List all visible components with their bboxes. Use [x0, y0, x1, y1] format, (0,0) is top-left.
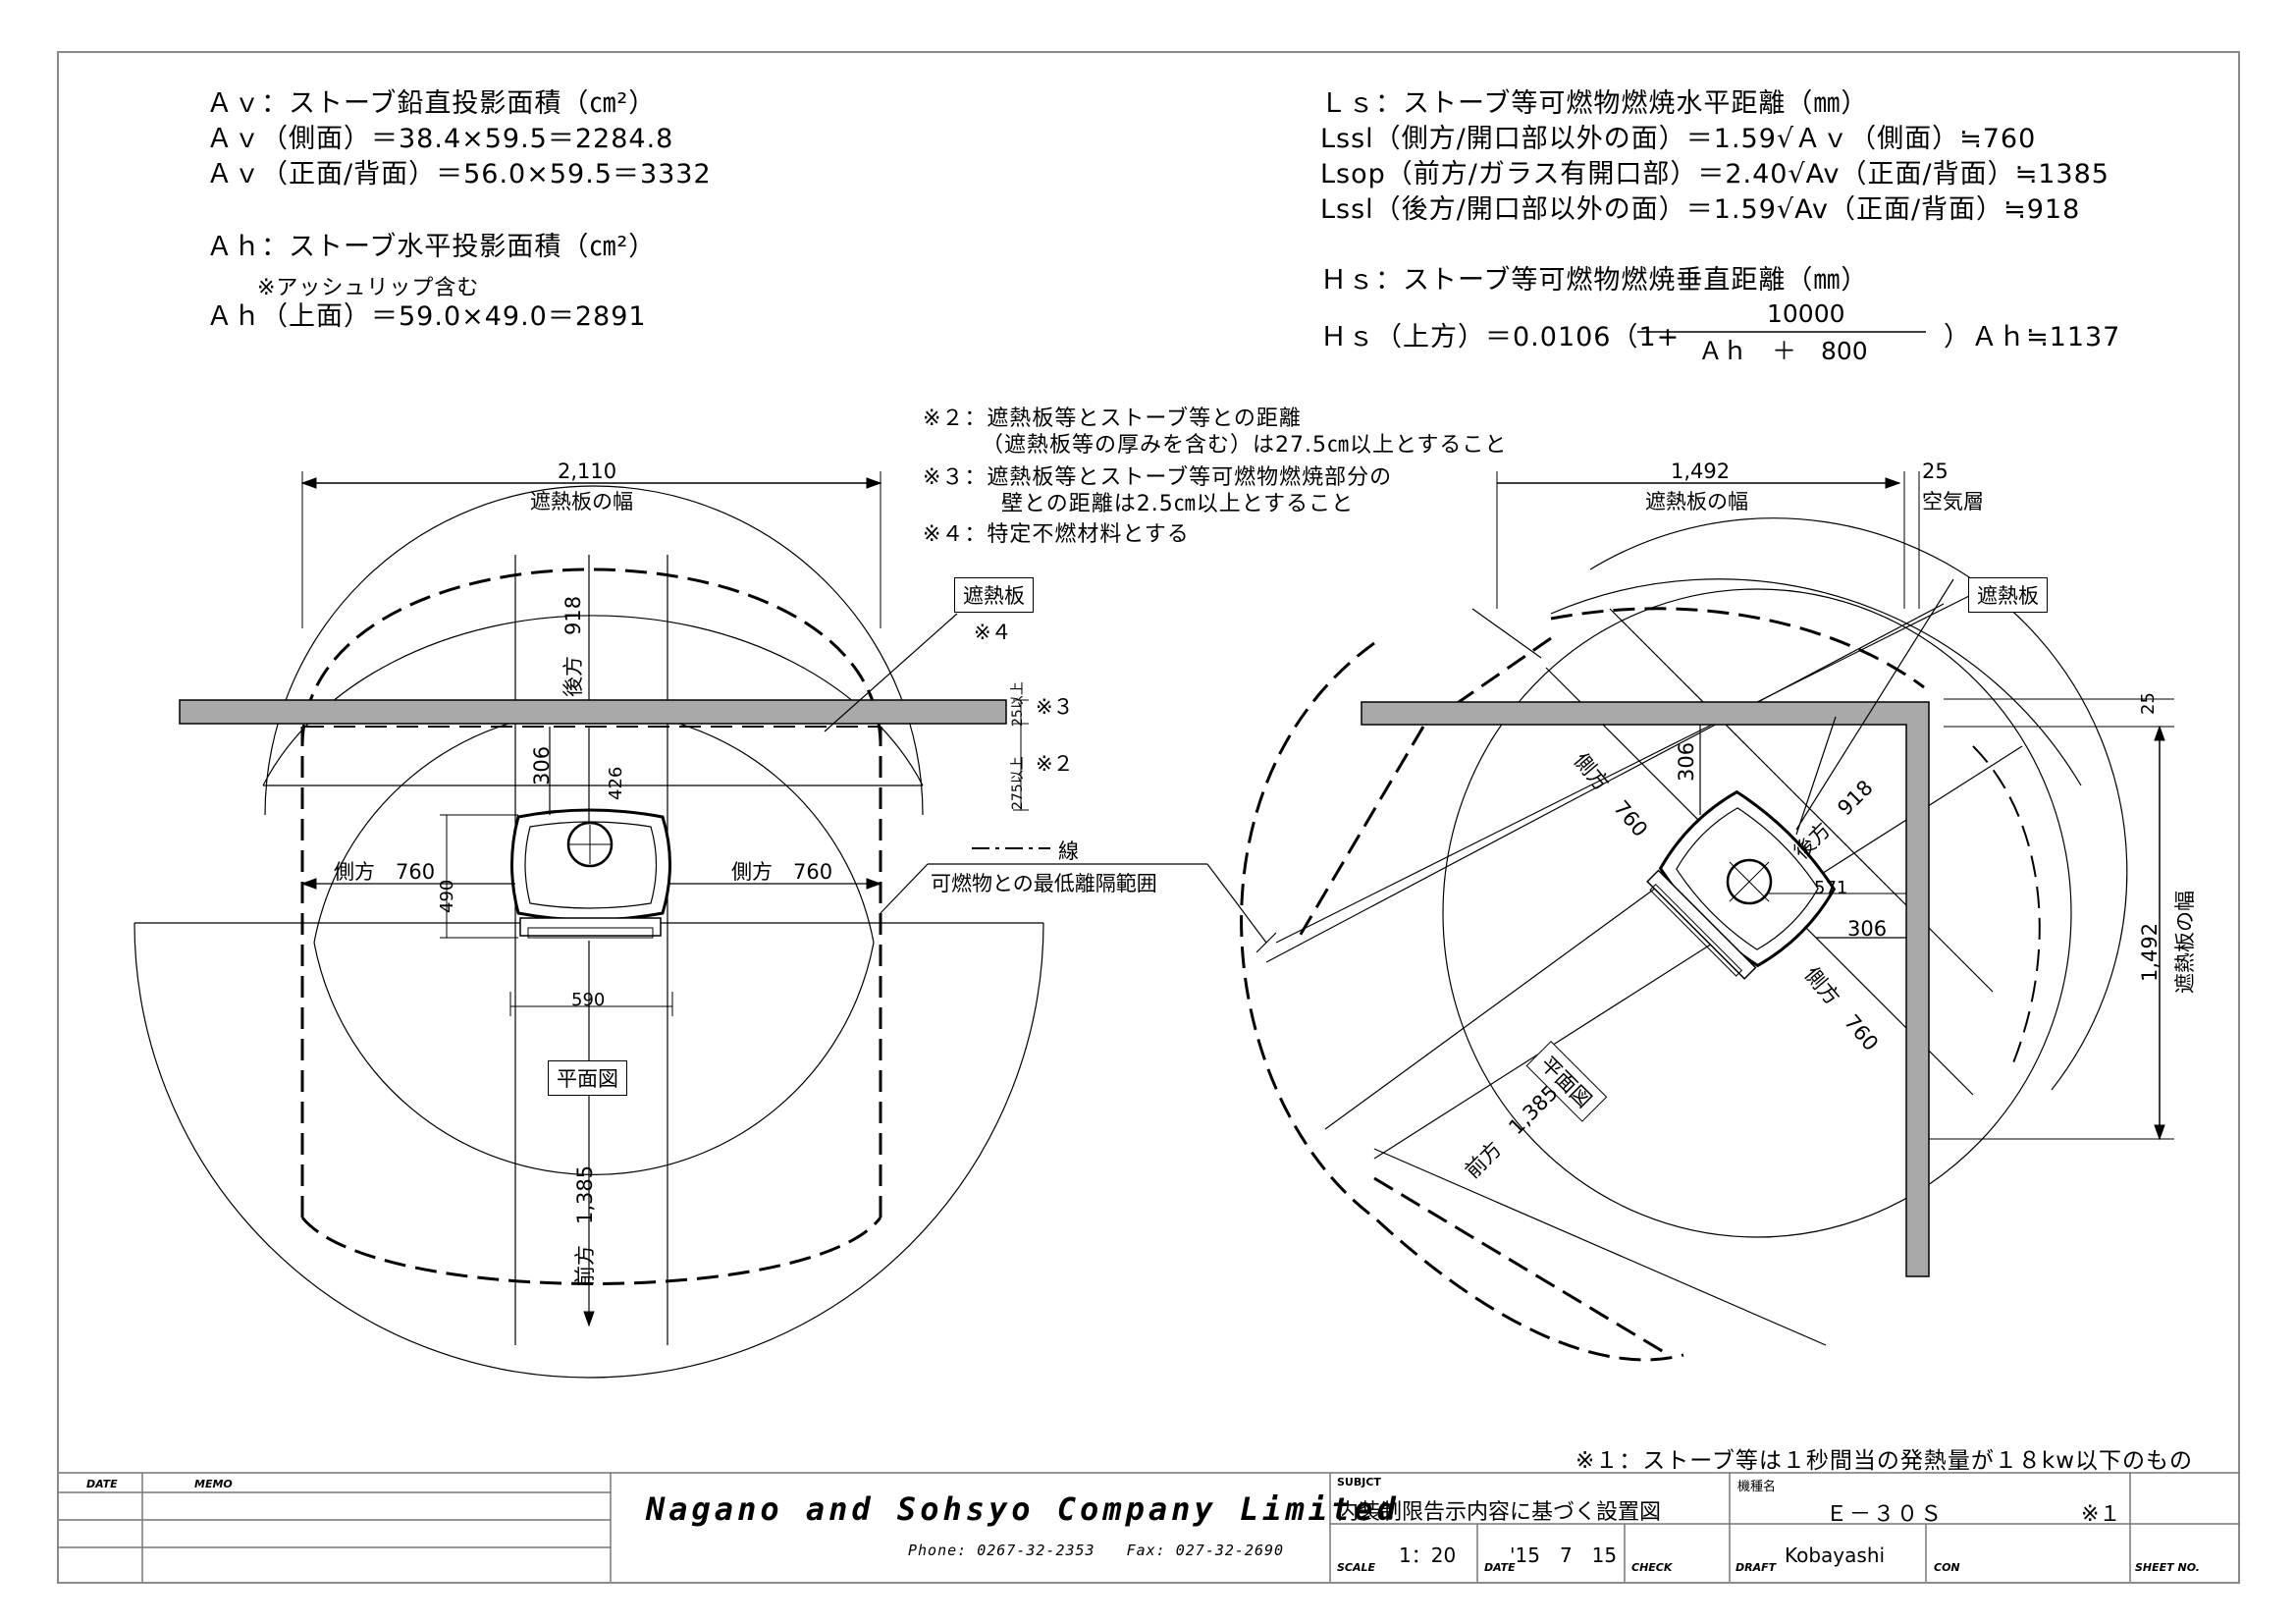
tb-date-value: '15 7 15 [1510, 1543, 1618, 1567]
note-2-line2: （遮熱板等の厚みを含む）は27.5㎝以上とすること [982, 433, 1508, 458]
av-front-formula: Ａｖ（正面/背面）＝56.0×59.5＝3332 [206, 159, 712, 189]
range-label: 可燃物との最低離隔範囲 [931, 872, 1157, 895]
tb-date2-label: DATE [1484, 1561, 1516, 1574]
left-gap-275: 275以上 [1010, 756, 1026, 810]
company-name: Nagano and Sohsyo Company Limited [646, 1490, 1400, 1528]
hs-prefix: Ｈｓ（上方）＝0.0106（1+ [1320, 322, 1681, 352]
tb-scale-label: SCALE [1337, 1561, 1376, 1574]
tb-subject-label: SUBJCT [1337, 1476, 1381, 1489]
right-width-label: 遮熱板の幅 [1645, 490, 1748, 514]
tb-con-label: CON [1934, 1561, 1960, 1574]
left-shield-note: ※４ [974, 621, 1012, 644]
left-side-right: 側方 760 [731, 860, 833, 884]
lsop-front-formula: Lsop（前方/ガラス有開口部）＝2.40√Av（正面/背面）≒1385 [1320, 159, 2109, 189]
drawing-frame [57, 51, 2240, 1584]
left-mark-2: ※２ [1036, 752, 1074, 776]
left-side-left: 側方 760 [334, 860, 436, 884]
lssl-side-formula: Lssl（側方/開口部以外の面）＝1.59√Ａｖ（側面）≒760 [1320, 124, 2037, 154]
av-side-formula: Ａｖ（側面）＝38.4×59.5＝2284.8 [206, 124, 674, 154]
tb-scale: 1：20 [1399, 1543, 1457, 1567]
left-gap-25: 25以上 [1010, 681, 1026, 727]
company-phone: Phone: 0267-32-2353 Fax: 027-32-2690 [908, 1542, 1285, 1559]
line-legend-label: 線 [1058, 839, 1079, 863]
lssl-back-formula: Lssl（後方/開口部以外の面）＝1.59√Av（正面/背面）≒918 [1320, 194, 2081, 225]
note-3-line2: 壁との距離は2.5㎝以上とすること [1001, 492, 1355, 516]
hs-numerator: 10000 [1767, 299, 1845, 328]
hs-suffix: ）Ａｈ≒1137 [1944, 322, 2121, 352]
left-front-label: 前方 1,385 [573, 1164, 597, 1286]
left-plan [133, 471, 1267, 1379]
right-width-label-2: 遮熱板の幅 [2173, 891, 2197, 994]
right-dim-306-a: 306 [1675, 741, 1698, 782]
right-dim-25: 25 [2138, 692, 2159, 715]
right-width-value: 1,492 [1671, 460, 1731, 483]
left-dim-306: 306 [530, 745, 554, 785]
note-2-line1: ※２：遮熱板等とストーブ等との距離 [923, 406, 1302, 431]
tb-date-label: DATE [86, 1478, 118, 1490]
left-dim-490: 490 [437, 879, 457, 913]
left-width-value: 2,110 [558, 460, 617, 483]
tb-check-label: CHECK [1631, 1561, 1673, 1574]
left-dim-590: 590 [571, 990, 606, 1010]
footer-note: ※１：ストーブ等は１秒間当の発熱量が１８kw以下のもの [1575, 1448, 2194, 1474]
hs-denominator: Ａｈ ＋ 800 [1698, 337, 1868, 365]
av-title: Ａｖ：ストーブ鉛直投影面積（㎝²） [206, 88, 657, 119]
tb-model-label: 機種名 [1737, 1480, 1777, 1494]
note-3-line1: ※３：遮熱板等とストーブ等可燃物燃焼部分の [923, 465, 1393, 490]
note-4: ※４：特定不燃材料とする [923, 522, 1190, 547]
right-shield-label: 遮熱板 [1968, 577, 2048, 613]
ls-title: Ｌｓ：ストーブ等可燃物燃焼水平距離（㎜） [1320, 88, 1869, 119]
ah-note: ※アッシュリップ含む [257, 276, 480, 300]
left-mark-3: ※３ [1036, 695, 1074, 719]
title-block-lines [59, 1472, 2240, 1582]
left-shield-label: 遮熱板 [954, 577, 1034, 613]
right-air-label: 空気層 [1922, 490, 1984, 514]
tb-model-note: ※１ [2081, 1502, 2121, 1527]
ah-title: Ａｈ：ストーブ水平投影面積（㎝²） [206, 232, 657, 262]
left-dim-426: 426 [606, 766, 626, 800]
hs-title: Ｈｓ：ストーブ等可燃物燃焼垂直距離（㎜） [1320, 265, 1869, 296]
ah-top-formula: Ａｈ（上面）＝59.0×49.0＝2891 [206, 301, 647, 332]
right-width-value-2: 1,492 [2138, 922, 2162, 982]
tb-sheet-label: SHEET NO. [2135, 1561, 2200, 1574]
right-air-value: 25 [1922, 460, 1949, 483]
right-plan [1240, 471, 2174, 1362]
right-dim-571: 571 [1814, 878, 1848, 898]
tb-memo-label: MEMO [194, 1478, 233, 1490]
tb-subject: 内装制限告示内容に基づく設置図 [1337, 1500, 1662, 1525]
tb-draft-label: DRAFT [1735, 1561, 1777, 1574]
left-plan-label: 平面図 [548, 1060, 627, 1096]
right-dim-306-b: 306 [1847, 917, 1888, 941]
left-back-label: 後方 918 [561, 595, 585, 697]
tb-draft: Kobayashi [1785, 1543, 1886, 1567]
tb-model: Ｅ－３０Ｓ [1826, 1502, 1945, 1527]
left-width-label: 遮熱板の幅 [530, 490, 633, 514]
